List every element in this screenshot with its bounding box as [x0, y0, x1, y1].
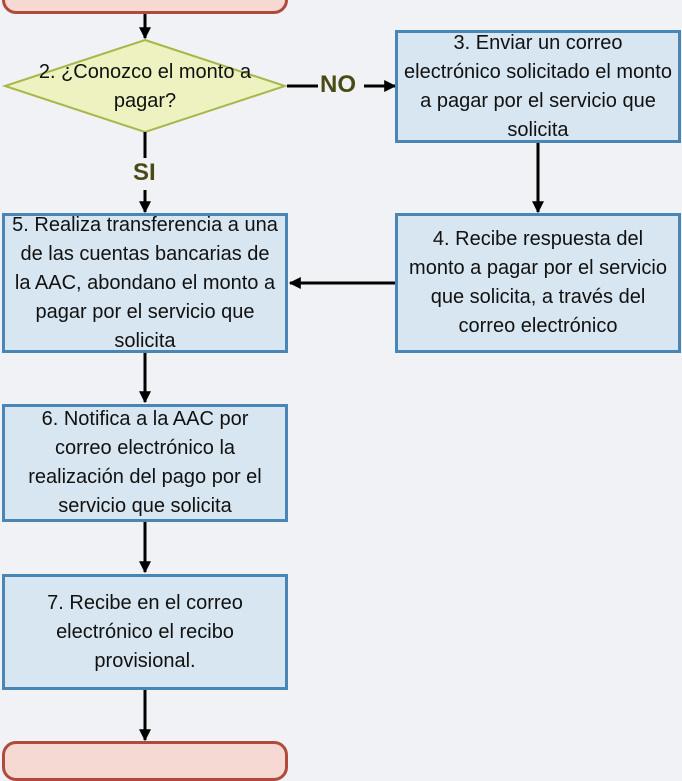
- edge-label-no: NO: [320, 71, 356, 98]
- step-7-text: 7. Recibe en el correo electrónico el re…: [47, 591, 243, 672]
- end-terminal: [2, 741, 288, 781]
- step-4-box: 4. Recibe respuesta del monto a pagar po…: [395, 213, 681, 353]
- step-5-box: 5. Realiza transferencia a una de las cu…: [2, 213, 288, 353]
- flowchart-connectors: [1, 14, 544, 742]
- step-4-text: 4. Recibe respuesta del monto a pagar po…: [409, 228, 667, 337]
- edge-label-si: SI: [133, 159, 156, 186]
- step-6-text: 6. Notifica a la AAC por correo electrón…: [28, 408, 262, 517]
- decision-label: 2. ¿Conozco el monto a pagar?: [38, 61, 252, 112]
- step-5-text: 5. Realiza transferencia a una de las cu…: [12, 213, 278, 352]
- step-7-box: 7. Recibe en el correo electrónico el re…: [2, 574, 288, 690]
- start-terminal: [2, 0, 288, 14]
- step-6-box: 6. Notifica a la AAC por correo electrón…: [2, 404, 288, 522]
- step-3-box: 3. Enviar un correo electrónico solicita…: [395, 30, 681, 143]
- step-3-text: 3. Enviar un correo electrónico solicita…: [404, 31, 672, 141]
